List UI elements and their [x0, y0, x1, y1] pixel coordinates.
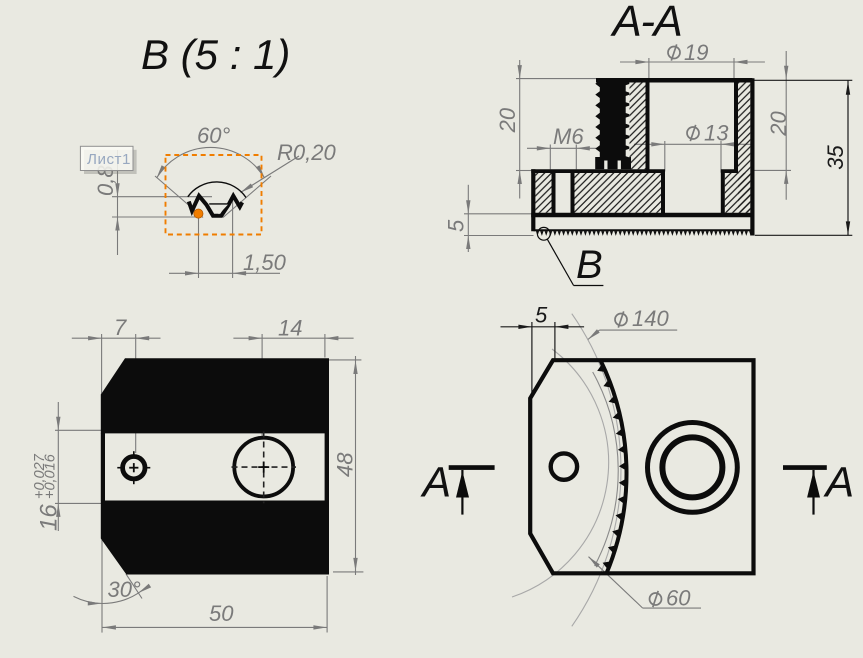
svg-text:A: A [823, 459, 855, 507]
svg-text:50: 50 [209, 601, 234, 626]
svg-text:140: 140 [632, 306, 669, 331]
svg-text:A: A [420, 459, 452, 507]
svg-text:35: 35 [823, 144, 848, 169]
svg-text:13: 13 [704, 121, 729, 146]
svg-text:16: 16 [35, 504, 62, 531]
svg-text:1,50: 1,50 [243, 250, 287, 275]
svg-text:30°: 30° [108, 577, 141, 602]
svg-text:7: 7 [114, 315, 127, 340]
svg-text:R0,20: R0,20 [277, 140, 336, 165]
svg-text:20: 20 [495, 107, 520, 133]
svg-text:19: 19 [684, 40, 708, 65]
svg-text:Лист1: Лист1 [87, 151, 131, 168]
svg-text:+0,027: +0,027 [32, 453, 48, 499]
svg-text:48: 48 [333, 452, 358, 477]
svg-text:M6: M6 [553, 124, 584, 149]
svg-text:14: 14 [278, 316, 302, 341]
svg-text:+0,016: +0,016 [43, 453, 59, 499]
svg-text:A-A: A-A [610, 0, 682, 46]
svg-text:B: B [576, 243, 603, 287]
svg-text:60°: 60° [197, 123, 230, 148]
svg-text:B (5 : 1): B (5 : 1) [141, 31, 290, 78]
svg-text:5: 5 [535, 303, 548, 328]
svg-text:5: 5 [443, 219, 468, 232]
svg-text:60: 60 [666, 586, 691, 611]
svg-text:20: 20 [766, 110, 791, 136]
